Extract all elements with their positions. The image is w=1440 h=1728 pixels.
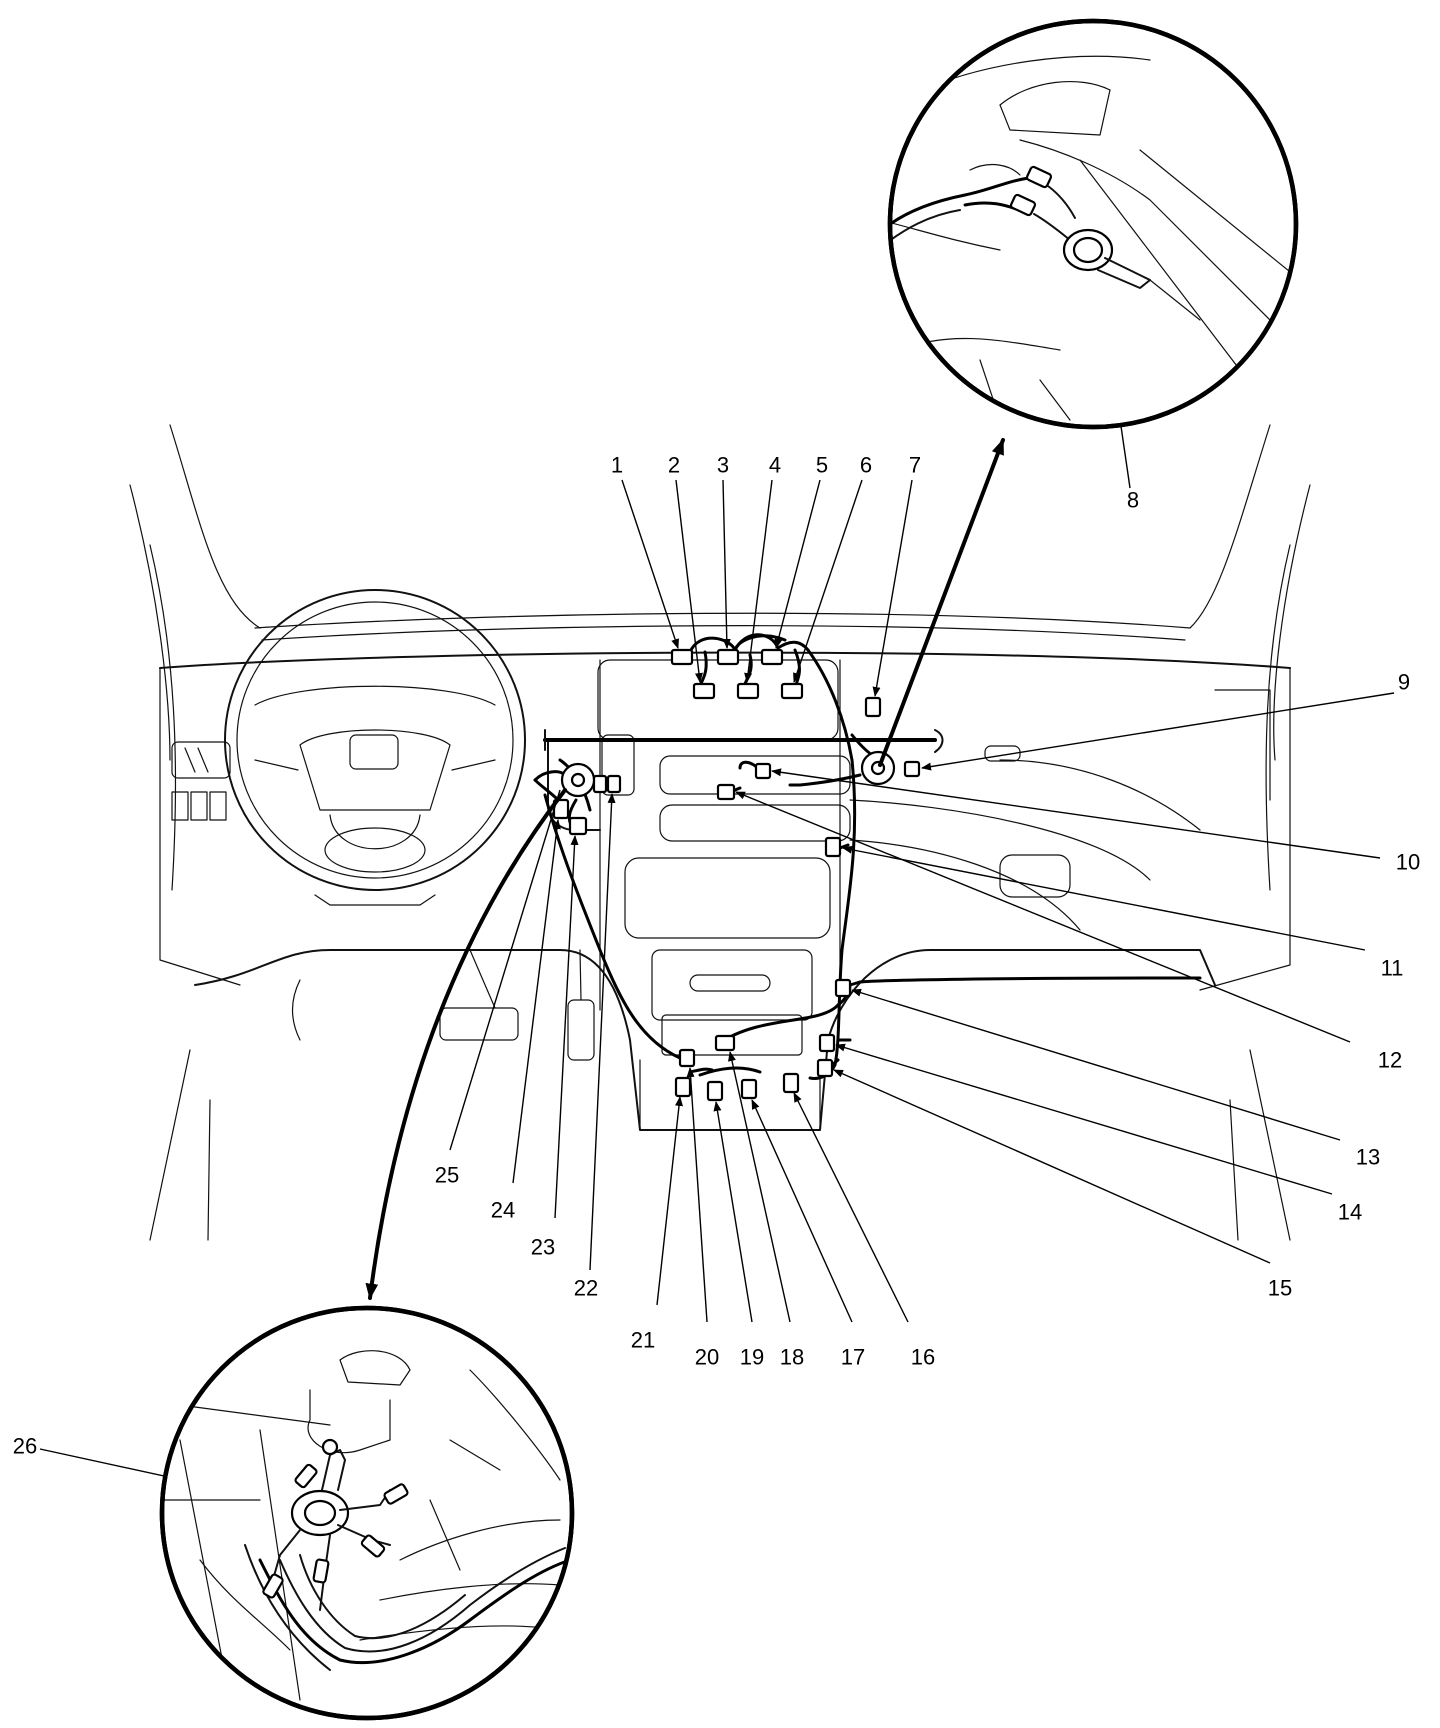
callout-1: 1 xyxy=(611,453,623,478)
callout-25: 25 xyxy=(435,1163,459,1188)
callout-17: 17 xyxy=(841,1345,865,1370)
callout-13: 13 xyxy=(1356,1145,1380,1170)
connector-4 xyxy=(736,682,760,700)
callout-26: 26 xyxy=(13,1434,37,1459)
connector-9 xyxy=(903,760,921,778)
callout-18: 18 xyxy=(780,1345,804,1370)
connector-16 xyxy=(782,1072,800,1094)
callout-labels: 1 2 3 4 5 6 7 8 9 10 11 12 13 14 15 16 1… xyxy=(13,453,1420,1459)
callout-23: 23 xyxy=(531,1235,555,1260)
connector-22a xyxy=(592,774,608,794)
connector-17 xyxy=(740,1078,758,1100)
connector-12 xyxy=(716,783,736,801)
callout-15: 15 xyxy=(1268,1276,1292,1301)
connector-10 xyxy=(754,762,772,780)
callout-7: 7 xyxy=(909,453,921,478)
connector-5 xyxy=(760,648,784,666)
callout-14: 14 xyxy=(1338,1200,1362,1225)
connector-6 xyxy=(780,682,804,700)
callout-10: 10 xyxy=(1396,850,1420,875)
callout-16: 16 xyxy=(911,1345,935,1370)
callout-21: 21 xyxy=(631,1328,655,1353)
connector-18 xyxy=(714,1034,736,1052)
callout-2: 2 xyxy=(668,453,680,478)
connector-2 xyxy=(692,682,716,700)
connector-15 xyxy=(816,1058,834,1078)
callout-12: 12 xyxy=(1378,1048,1402,1073)
connector-14 xyxy=(818,1033,836,1053)
callout-11: 11 xyxy=(1381,956,1404,981)
callout-8: 8 xyxy=(1127,488,1139,513)
callout-4: 4 xyxy=(769,453,781,478)
connector-3 xyxy=(716,648,740,666)
detail-pointer-arrows xyxy=(365,438,1005,1300)
connector-13 xyxy=(834,978,852,998)
connectors xyxy=(552,648,921,1102)
callout-9: 9 xyxy=(1398,670,1410,695)
callout-6: 6 xyxy=(860,453,872,478)
connector-23 xyxy=(568,816,588,836)
connector-1 xyxy=(670,648,694,666)
callout-22: 22 xyxy=(574,1276,598,1301)
callout-5: 5 xyxy=(816,453,828,478)
connector-19 xyxy=(706,1080,724,1102)
detail-view-lower-left xyxy=(159,1305,575,1721)
callout-19: 19 xyxy=(740,1345,764,1370)
callout-24: 24 xyxy=(491,1198,515,1223)
callout-3: 3 xyxy=(717,453,729,478)
connector-20 xyxy=(678,1048,696,1068)
connector-21 xyxy=(674,1076,692,1098)
detail-view-upper-right xyxy=(887,18,1299,430)
connector-22b xyxy=(606,774,622,794)
callout-20: 20 xyxy=(695,1345,719,1370)
dash-cross-member xyxy=(543,729,944,753)
vehicle-interior-outline xyxy=(129,424,1311,1241)
steering-wheel xyxy=(224,589,526,906)
connector-7 xyxy=(864,696,882,718)
connector-11 xyxy=(824,836,842,858)
